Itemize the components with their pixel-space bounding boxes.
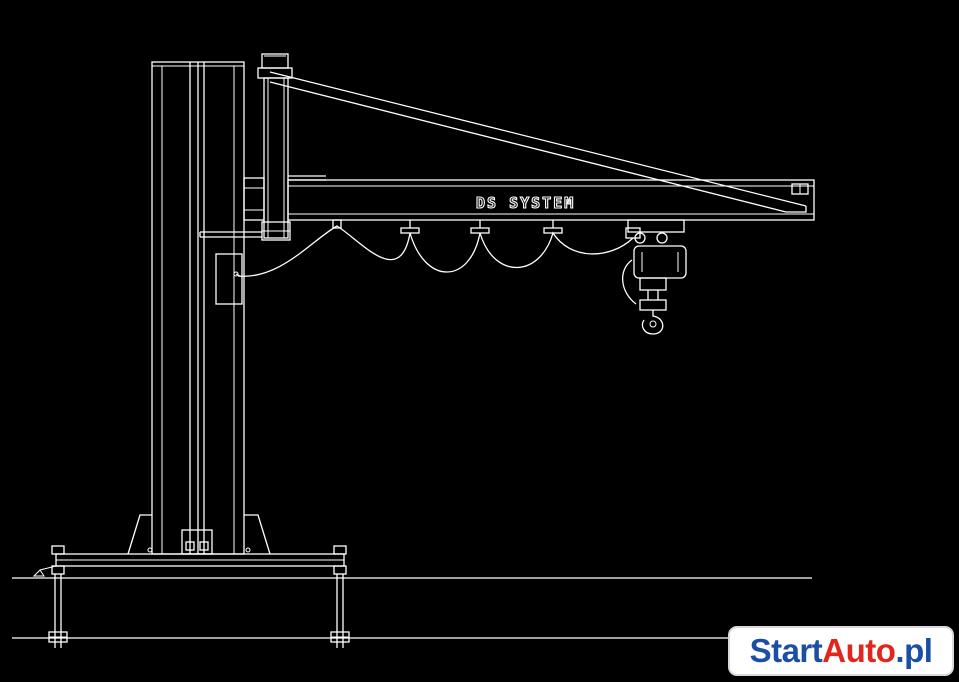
anchor-bolt-left	[48, 545, 68, 648]
jib-boom	[287, 175, 815, 221]
festoon-cable-system	[237, 219, 641, 277]
slewing-head	[199, 53, 293, 241]
control-box	[215, 253, 243, 305]
cable-trolley	[332, 219, 641, 239]
column-gussets	[127, 514, 271, 555]
beam-label: DS SYSTEM	[476, 194, 575, 212]
ground-lines	[12, 577, 812, 639]
base-plate	[32, 553, 345, 577]
anchor-bolt-right	[330, 545, 350, 648]
crane-column	[151, 61, 245, 555]
watermark-part-start: Start	[749, 632, 823, 669]
hook	[641, 310, 664, 335]
tie-rod	[269, 71, 807, 213]
festoon-cable	[237, 225, 634, 277]
electric-hoist	[622, 219, 687, 335]
watermark-part-domain: .pl	[895, 632, 933, 669]
watermark-part-auto: Auto	[822, 632, 896, 669]
